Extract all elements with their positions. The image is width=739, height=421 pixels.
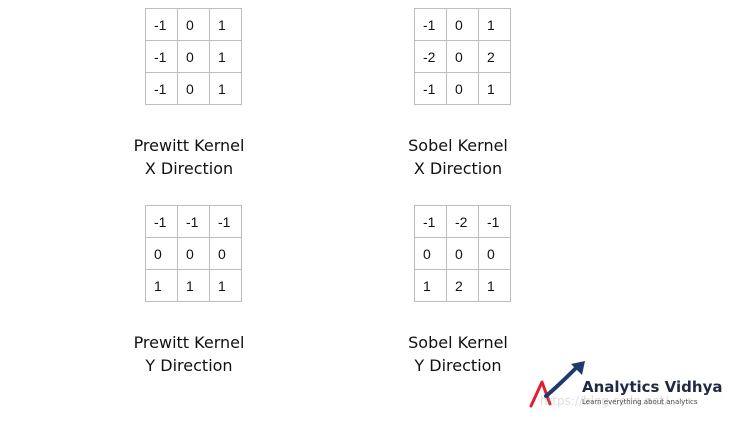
caption-direction: X Direction (144, 159, 234, 178)
kernel-cell: 1 (478, 72, 511, 105)
kernel-cell: -1 (145, 72, 178, 105)
caption-title: Prewitt Kernel (133, 333, 245, 352)
kernel-cell: -1 (414, 8, 447, 41)
kernel-cell: 0 (177, 72, 210, 105)
sobel-y-caption: Sobel Kernel Y Direction (378, 331, 538, 377)
kernel-cell: 0 (478, 237, 511, 270)
kernel-cell: 1 (209, 40, 242, 73)
prewitt-y-kernel-grid: -1 -1 -1 0 0 0 1 1 1 (145, 205, 242, 302)
kernel-cell: -1 (145, 8, 178, 41)
kernel-cell: 1 (177, 269, 210, 302)
kernel-cell: -1 (478, 205, 511, 238)
kernel-cell: -1 (177, 205, 210, 238)
logo-tagline: Learn everything about analytics (582, 398, 698, 406)
kernel-cell: 1 (209, 72, 242, 105)
logo-brand-name: Analytics Vidhya (582, 378, 723, 396)
kernel-cell: 0 (209, 237, 242, 270)
kernel-cell: 0 (177, 237, 210, 270)
kernel-cell: 1 (478, 8, 511, 41)
kernel-cell: 0 (446, 72, 479, 105)
kernel-cell: 0 (446, 8, 479, 41)
url-watermark: https://blog.csdn.net/... (540, 394, 680, 408)
caption-title: Sobel Kernel (408, 136, 508, 155)
kernel-cell: 0 (446, 237, 479, 270)
prewitt-y-caption: Prewitt Kernel Y Direction (109, 331, 269, 377)
kernel-cell: -2 (446, 205, 479, 238)
kernel-cell: -1 (414, 72, 447, 105)
kernel-cell: -1 (414, 205, 447, 238)
kernel-cell: 2 (478, 40, 511, 73)
analytics-vidhya-logo: Analytics Vidhya Learn everything about … (528, 360, 733, 412)
prewitt-x-caption: Prewitt Kernel X Direction (109, 134, 269, 180)
kernel-cell: 1 (209, 8, 242, 41)
prewitt-x-kernel-grid: -1 0 1 -1 0 1 -1 0 1 (145, 8, 242, 105)
sobel-x-caption: Sobel Kernel X Direction (378, 134, 538, 180)
kernel-cell: 0 (177, 40, 210, 73)
sobel-y-kernel-grid: -1 -2 -1 0 0 0 1 2 1 (414, 205, 511, 302)
kernel-cell: -2 (414, 40, 447, 73)
kernel-cell: 0 (446, 40, 479, 73)
kernel-cell: 1 (209, 269, 242, 302)
caption-direction: Y Direction (414, 356, 502, 375)
kernel-cell: 1 (145, 269, 178, 302)
kernel-cell: 0 (177, 8, 210, 41)
analytics-vidhya-logo-icon (529, 361, 585, 408)
kernel-cell: -1 (145, 40, 178, 73)
caption-direction: Y Direction (145, 356, 233, 375)
sobel-x-kernel-grid: -1 0 1 -2 0 2 -1 0 1 (414, 8, 511, 105)
kernel-cell: 2 (446, 269, 479, 302)
caption-title: Sobel Kernel (408, 333, 508, 352)
caption-direction: X Direction (413, 159, 503, 178)
caption-title: Prewitt Kernel (133, 136, 245, 155)
kernel-cell: 0 (145, 237, 178, 270)
kernel-cell: -1 (209, 205, 242, 238)
kernel-cell: 1 (414, 269, 447, 302)
kernel-cell: 1 (478, 269, 511, 302)
kernel-cell: 0 (414, 237, 447, 270)
kernel-cell: -1 (145, 205, 178, 238)
